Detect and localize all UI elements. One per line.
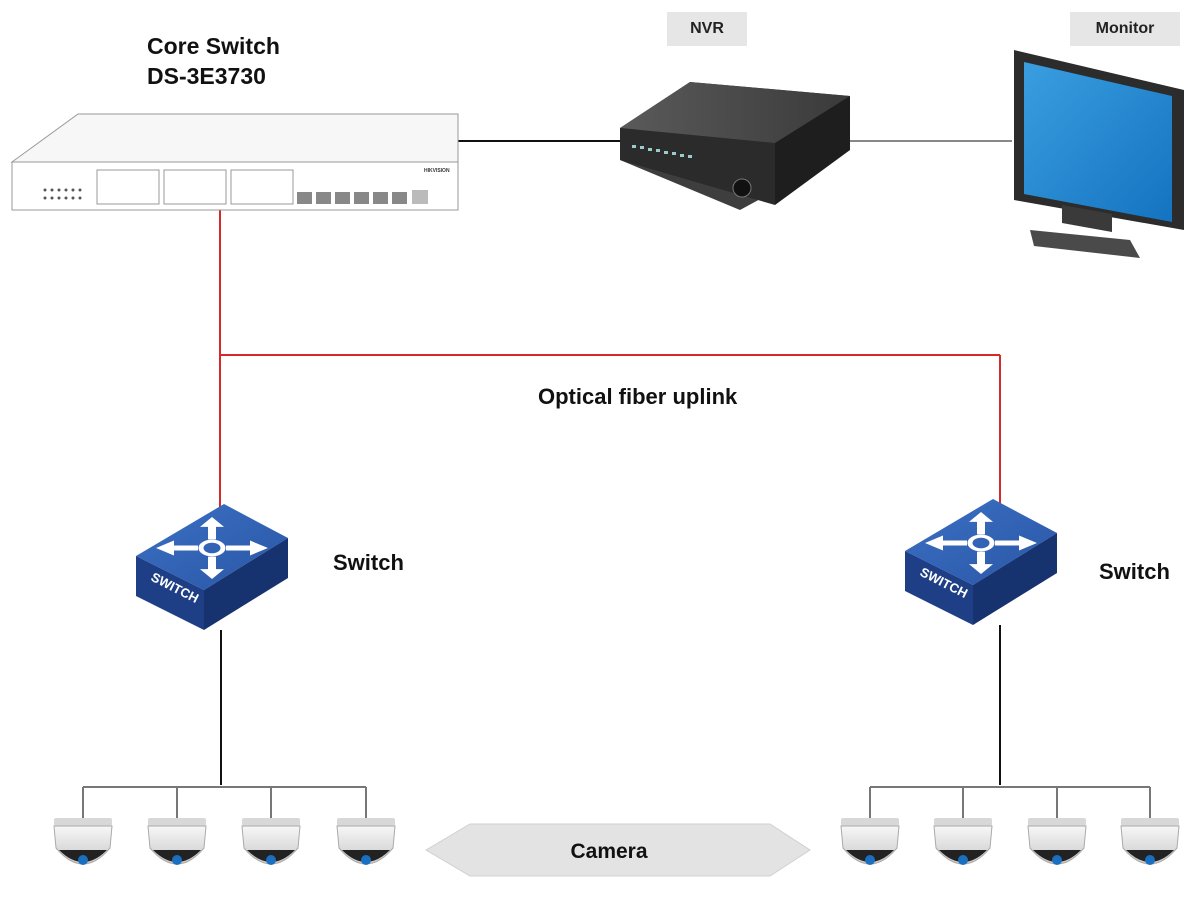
switch-right-label: Switch xyxy=(1099,559,1170,584)
dome-camera-icon xyxy=(336,818,396,865)
camera-group-right xyxy=(840,818,1180,865)
monitor-label: Monitor xyxy=(1070,12,1180,46)
camera-double-arrow: Camera xyxy=(425,823,811,877)
dome-camera-icon xyxy=(53,818,113,865)
camera-arrow-label: Camera xyxy=(570,840,647,863)
dome-camera-icon xyxy=(1027,818,1087,865)
brand-logo: HIKVISION xyxy=(424,168,450,174)
nvr-recorder-icon xyxy=(620,82,850,210)
dome-camera-icon xyxy=(840,818,900,865)
camera-group-left xyxy=(53,818,396,865)
monitor-icon xyxy=(1014,50,1184,258)
network-switch-icon: SWITCH xyxy=(905,499,1057,625)
connections xyxy=(82,140,1151,820)
rack-switch-icon: HIKVISION xyxy=(10,113,459,211)
dome-camera-icon xyxy=(147,818,207,865)
core-switch-model: DS-3E3730 xyxy=(147,63,266,89)
dome-camera-icon xyxy=(933,818,993,865)
core-switch-title: Core Switch xyxy=(147,33,280,59)
switch-left-label: Switch xyxy=(333,550,404,575)
dome-camera-icon xyxy=(241,818,301,865)
network-switch-icon: SWITCH xyxy=(136,504,288,630)
dome-camera-icon xyxy=(1120,818,1180,865)
core-switch-label: Core Switch DS-3E3730 xyxy=(147,31,280,91)
nvr-label: NVR xyxy=(667,12,747,46)
uplink-label: Optical fiber uplink xyxy=(538,384,738,409)
